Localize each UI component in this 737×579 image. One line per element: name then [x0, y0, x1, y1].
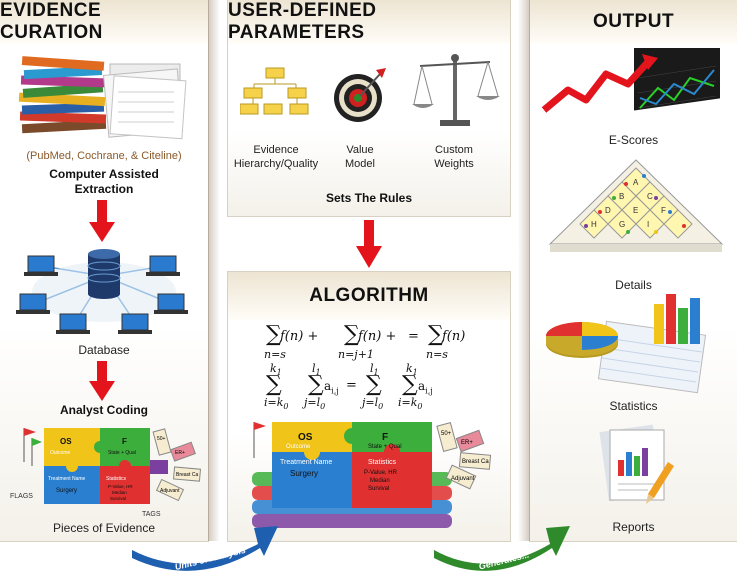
puzzle-stat-line-1: P-Value, HR [108, 484, 133, 489]
diamond-letter-g: G [619, 220, 625, 229]
puzzle-surgery-text: Surgery [56, 488, 77, 494]
algo-tag-breast-text: Breast Ca [462, 459, 489, 465]
puzzle-os-sub-text: Outcome [50, 450, 71, 456]
sources-label: (PubMed, Cochrane, & Citeline) [26, 150, 182, 162]
algo-f-sub-text: State + Qual [368, 444, 402, 450]
sets-the-rules-label: Sets The Rules [325, 191, 413, 205]
flags-label: FLAGS [10, 493, 33, 500]
output-title: OUTPUT [530, 0, 737, 44]
tag-er-text: ER+ [175, 450, 185, 456]
parameters-panel: USER-DEFINED PARAMETERS Evidenc [228, 0, 510, 216]
statistics-chart-icon [546, 294, 707, 394]
param-item-2-line2: Model [345, 158, 375, 170]
algo-f-text: F [382, 432, 388, 443]
param-item-1-line1: Evidence [253, 144, 299, 156]
cae-label-line1: Computer Assisted [49, 167, 159, 181]
pyramid-icon [240, 67, 309, 115]
tag-50-text: 50+ [157, 436, 166, 442]
units-of-analysis-arrow: Units of Analysis [132, 526, 278, 572]
diamond-letter-e: E [633, 206, 638, 215]
paper-stacks-icon [18, 56, 187, 140]
algo-surgery-text: Surgery [290, 469, 318, 478]
algo-stat-line-3: Survival [368, 486, 389, 492]
puzzle-statistics-text: Statistics [106, 476, 127, 482]
diamond-letter-i: I [647, 220, 649, 229]
algo-flag-icon [253, 422, 266, 458]
flag-icon [23, 428, 42, 466]
reports-document-icon [599, 424, 674, 504]
diamond-letter-c: C [647, 192, 653, 201]
algo-stat-line-1: P-Value, HR [364, 470, 398, 476]
database-label: Database [78, 343, 130, 357]
scale-icon [412, 54, 500, 126]
algo-tag-er-text: ER+ [461, 440, 473, 446]
tag-adjuvant-text: Adjuvant [160, 488, 180, 494]
panel-shadow [208, 0, 220, 541]
output-panel-shadow [518, 0, 530, 541]
database-network-icon [16, 249, 188, 334]
algo-treatment-text: Treatment Name [280, 459, 332, 466]
escores-chart-icon [541, 48, 720, 113]
evidence-puzzle-icon: OS Outcome F State + Qual Treatment Name… [10, 428, 202, 518]
output-statistics-label: Statistics [609, 399, 658, 413]
output-panel: OUTPUT E-Scores A B C D E [530, 0, 737, 541]
param-item-1-line2: Hierarchy/Quality [233, 158, 319, 170]
details-matrix-icon: A B C D E F G H I [548, 159, 724, 252]
algo-os-sub-text: Outcome [286, 444, 311, 450]
analyst-coding-label: Analyst Coding [59, 403, 148, 417]
algorithm-puzzle-stack-icon: OS Outcome F State + Qual Treatment Name… [252, 422, 492, 528]
diamond-letter-b: B [619, 192, 624, 201]
diamond-letter-a: A [633, 178, 639, 187]
parameters-title: USER-DEFINED PARAMETERS [228, 0, 510, 44]
algo-stat-line-2: Median [370, 478, 390, 484]
puzzle-f-sub-text: State + Qual [108, 450, 136, 456]
param-item-2-line1: Value [346, 144, 374, 156]
algorithm-title: ALGORITHM [228, 272, 510, 320]
algo-tag-adjuvant-text: Adjuvant [451, 476, 475, 482]
cae-label-line2: Extraction [74, 182, 134, 196]
puzzle-treatment-text: Treatment Name [48, 476, 86, 482]
algo-statistics-text: Statistics [368, 459, 397, 466]
puzzle-stat-line-2: Median [112, 490, 127, 495]
output-escores-label: E-Scores [608, 133, 659, 147]
puzzle-os-text: OS [60, 437, 72, 446]
red-arrow-down-icon-2 [89, 361, 115, 401]
generates-arrow: Generates... [434, 526, 570, 572]
puzzle-f-text: F [122, 437, 127, 446]
red-arrow-down-icon [89, 200, 115, 242]
tags-label: TAGS [142, 511, 161, 518]
algo-os-text: OS [298, 432, 313, 443]
param-item-3-line1: Custom [435, 144, 473, 156]
puzzle-stat-line-3: Survival [110, 496, 126, 501]
output-details-label: Details [615, 278, 652, 292]
algo-tag-50-text: 50+ [441, 431, 452, 437]
diamond-letter-d: D [605, 206, 611, 215]
pieces-of-evidence-label: Pieces of Evidence [52, 521, 156, 535]
tag-breast-text: Breast Ca [176, 472, 198, 478]
diamond-letter-f: F [661, 206, 666, 215]
tags-icon: 50+ ER+ Breast Ca Adjuvant [152, 428, 202, 502]
diamond-letter-h: H [591, 220, 597, 229]
output-reports-label: Reports [612, 520, 655, 534]
param-item-3-line2: Weights [434, 158, 474, 170]
red-arrow-down-icon-3 [356, 220, 382, 268]
evidence-curation-title: EVIDENCE CURATION [0, 0, 208, 44]
dartboard-icon [334, 68, 386, 122]
algorithm-panel: ALGORITHM ∑ f(n) + n=s ∑ f(n) + n=j+1 = … [228, 272, 510, 541]
algo-tags-icon: 50+ ER+ Breast Ca Adjuvant [436, 422, 492, 490]
evidence-curation-panel: EVIDENCE CURATION (PubMed, Cochrane, & C… [0, 0, 208, 541]
